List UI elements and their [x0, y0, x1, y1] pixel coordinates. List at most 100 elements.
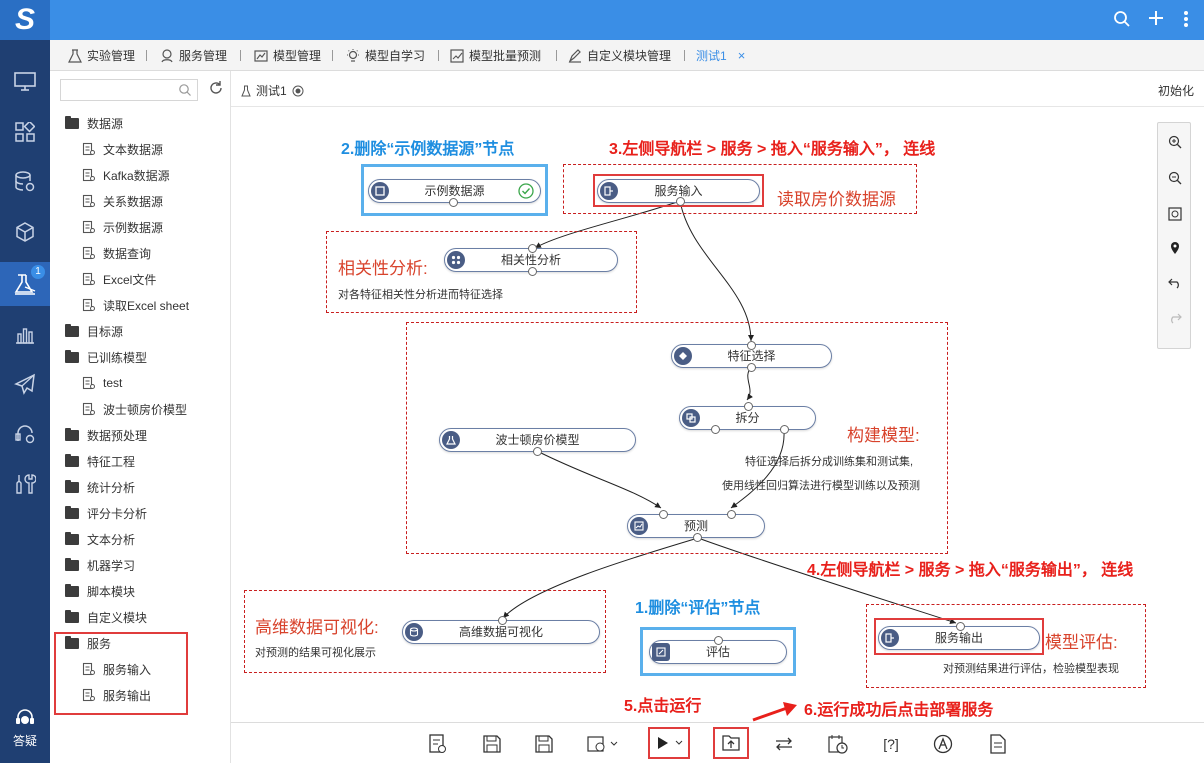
output-port[interactable]: [528, 267, 537, 276]
tree-folder[interactable]: 统计分析: [50, 476, 231, 498]
save-icon[interactable]: [481, 731, 503, 757]
tree-folder[interactable]: 评分卡分析: [50, 502, 231, 524]
run-button[interactable]: [648, 727, 690, 759]
tree-label: 数据源: [87, 116, 124, 131]
search-input[interactable]: [60, 79, 198, 101]
input-port-model[interactable]: [659, 510, 668, 519]
tree-item[interactable]: 读取Excel sheet: [50, 294, 231, 316]
tab-model-self-learning[interactable]: 模型自学习: [346, 40, 425, 71]
paper-plane-icon[interactable]: [0, 364, 50, 404]
tree-item[interactable]: Kafka数据源: [50, 164, 231, 186]
tools-icon[interactable]: [0, 464, 50, 504]
tree-folder[interactable]: 目标源: [50, 320, 231, 342]
tree-folder[interactable]: 脚本模块: [50, 580, 231, 602]
folder-icon: [65, 479, 79, 493]
tab-service-management[interactable]: 服务管理: [160, 40, 227, 71]
left-nav: 1 答疑: [0, 40, 50, 763]
tab-batch-prediction[interactable]: 模型批量预测: [450, 40, 541, 71]
tree-item[interactable]: 文本数据源: [50, 138, 231, 160]
input-port[interactable]: [498, 616, 507, 625]
workflow-canvas[interactable]: 示例数据源 服务输入 3.左侧导航栏 > 服务 > 拖入“服务输入”， 连线 读…: [231, 108, 1204, 722]
tree-folder[interactable]: 机器学习: [50, 554, 231, 576]
input-port[interactable]: [956, 622, 965, 631]
service-icon[interactable]: [0, 414, 50, 454]
step3-annotation: 3.左侧导航栏 > 服务 > 拖入“服务输入”， 连线: [609, 141, 936, 158]
tree-item[interactable]: Excel文件: [50, 268, 231, 290]
desktop-icon[interactable]: [0, 62, 50, 102]
split-icon: [682, 409, 700, 427]
tree-folder[interactable]: 已训练模型: [50, 346, 231, 368]
tab-custom-module-management[interactable]: 自定义模块管理: [568, 40, 671, 71]
zoom-out-icon[interactable]: [1158, 161, 1192, 195]
tree-folder[interactable]: 服务: [50, 632, 231, 654]
locate-icon[interactable]: [1158, 231, 1192, 265]
tree-folder[interactable]: 文本分析: [50, 528, 231, 550]
tree-item[interactable]: 服务输入: [50, 658, 231, 680]
edit-doc-icon[interactable]: [427, 731, 449, 757]
tree-folder[interactable]: 数据源: [50, 112, 231, 134]
plus-icon[interactable]: [1146, 10, 1166, 30]
font-icon[interactable]: [932, 731, 954, 757]
fit-screen-icon[interactable]: [1158, 197, 1192, 231]
refresh-icon[interactable]: [208, 80, 224, 96]
input-port[interactable]: [747, 341, 756, 350]
apps-icon[interactable]: [0, 112, 50, 152]
section-model-eval: [866, 604, 1146, 688]
output-port[interactable]: [693, 533, 702, 542]
output-port[interactable]: [676, 197, 685, 206]
tree-item[interactable]: test: [50, 372, 231, 394]
tree-label: 服务输入: [103, 662, 152, 677]
redo-icon[interactable]: [1158, 301, 1192, 335]
module-icon: [82, 220, 96, 234]
save-as-icon[interactable]: [534, 731, 556, 757]
output-port-train[interactable]: [711, 425, 720, 434]
tree-label: 数据预处理: [87, 428, 148, 443]
section-build-model: [406, 322, 948, 554]
schedule-icon[interactable]: [827, 731, 849, 757]
tree-item[interactable]: 关系数据源: [50, 190, 231, 212]
output-port[interactable]: [747, 363, 756, 372]
undo-icon[interactable]: [1158, 266, 1192, 300]
tree-item[interactable]: 数据查询: [50, 242, 231, 264]
app-logo[interactable]: S: [0, 0, 50, 40]
feature-select-icon: [674, 347, 692, 365]
tree-folder[interactable]: 数据预处理: [50, 424, 231, 446]
highlight-service-folder: [54, 632, 188, 715]
hd-visual-title: 高维数据可视化:: [255, 618, 379, 637]
tree-folder[interactable]: 特征工程: [50, 450, 231, 472]
experiment-icon[interactable]: 1: [0, 262, 50, 306]
initialize-button[interactable]: 初始化: [1157, 84, 1194, 98]
input-port[interactable]: [744, 402, 753, 411]
search-icon[interactable]: [178, 83, 192, 97]
target-icon[interactable]: [292, 85, 304, 97]
tab-experiment-management[interactable]: 实验管理: [68, 40, 135, 71]
tab-model-management[interactable]: 模型管理: [254, 40, 321, 71]
tree-item[interactable]: 服务输出: [50, 684, 231, 706]
close-icon[interactable]: ×: [737, 48, 746, 63]
search-icon[interactable]: [1112, 10, 1132, 30]
output-port[interactable]: [449, 198, 458, 207]
tree-item[interactable]: 波士顿房价模型: [50, 398, 231, 420]
node-boston-model[interactable]: 波士顿房价模型: [439, 428, 636, 452]
tree-folder[interactable]: 自定义模块: [50, 606, 231, 628]
tab-test1[interactable]: 测试1 ×: [696, 40, 745, 71]
more-vertical-icon[interactable]: [1176, 10, 1196, 30]
document-icon[interactable]: [987, 731, 1009, 757]
help-bracket-icon[interactable]: [?]: [883, 736, 899, 752]
swap-icon[interactable]: [773, 731, 795, 757]
canvas-toolbox: [1157, 122, 1191, 349]
zoom-in-icon[interactable]: [1158, 125, 1192, 159]
cube-icon[interactable]: [0, 212, 50, 252]
help-button[interactable]: 答疑: [0, 707, 50, 749]
output-port-test[interactable]: [780, 425, 789, 434]
tree-item[interactable]: 示例数据源: [50, 216, 231, 238]
input-port[interactable]: [714, 636, 723, 645]
output-port[interactable]: [533, 447, 542, 456]
deploy-service-button[interactable]: [713, 727, 749, 759]
input-port[interactable]: [528, 244, 537, 253]
tree-label: 目标源: [87, 324, 124, 339]
settings-dropdown-icon[interactable]: [586, 731, 620, 757]
bar-chart-icon[interactable]: [0, 314, 50, 354]
input-port-data[interactable]: [727, 510, 736, 519]
database-settings-icon[interactable]: [0, 162, 50, 202]
